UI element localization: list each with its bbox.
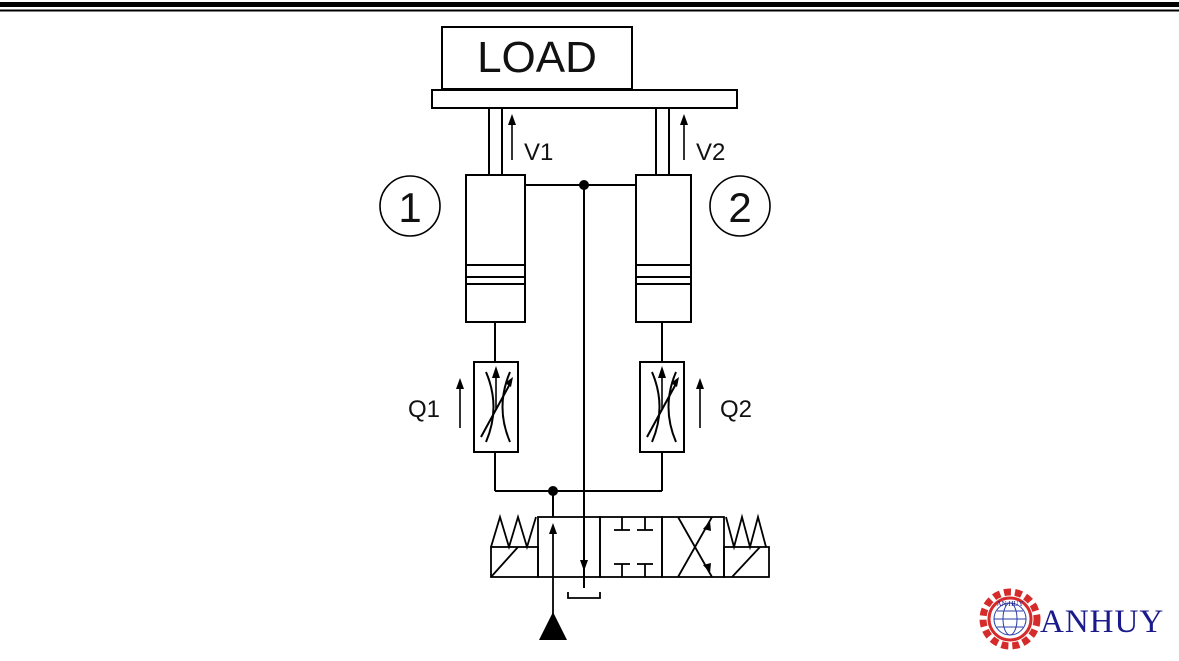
- velocity-arrow-1: [508, 114, 516, 160]
- flow-valve-2-flow-arrow: [658, 366, 666, 378]
- load-block: [431, 26, 738, 109]
- cylinder-1-number-circle: [379, 175, 441, 237]
- flow-valve-2-adjust-arrow: [671, 377, 679, 387]
- load-label: LOAD: [477, 33, 597, 82]
- cylinder-2-number-circle: [709, 175, 771, 237]
- flow-valve-1-adjust-arrow: [505, 377, 513, 387]
- cap-side-lines: [494, 322, 663, 517]
- cylinder-1-number: 1: [398, 184, 421, 231]
- valve-position-center: [599, 516, 663, 578]
- cylinder-1: [465, 108, 526, 323]
- flow-2-label: Q2: [720, 396, 752, 423]
- valve-flow-arrow-down: [580, 560, 588, 571]
- valve-cross-arrow-a: [703, 521, 711, 531]
- rod-side-line: [525, 184, 636, 588]
- velocity-1-label: V1: [524, 139, 553, 166]
- junction-rod-side: [579, 180, 589, 190]
- globe-icon: [993, 602, 1027, 636]
- junction-cap-side: [548, 486, 558, 496]
- flow-control-valve-1: [473, 361, 519, 453]
- cylinder-2-number: 2: [728, 184, 751, 231]
- pump-pressure-source: [539, 612, 567, 640]
- cylinder-2: [635, 108, 692, 323]
- top-border-lines: [0, 2, 1179, 12]
- flow-valve-1-flow-arrow: [492, 366, 500, 378]
- load-platform: [431, 89, 738, 109]
- velocity-2-label: V2: [696, 139, 725, 166]
- valve-flow-arrow-up: [549, 523, 557, 534]
- flow-1-label: Q1: [408, 396, 440, 423]
- anhuy-logo: AN HUY ANHUY: [979, 588, 1164, 650]
- directional-control-valve: [490, 513, 770, 620]
- velocity-arrow-2: [680, 114, 688, 160]
- flow-arrow-2: [696, 378, 704, 428]
- brand-name: ANHUY: [1040, 604, 1164, 640]
- logo-badge-text: AN HUY: [996, 600, 1023, 608]
- valve-cross-arrow-b: [703, 563, 711, 573]
- valve-position-left: [537, 516, 601, 578]
- flow-arrow-1: [456, 378, 464, 428]
- valve-position-right: [661, 516, 725, 578]
